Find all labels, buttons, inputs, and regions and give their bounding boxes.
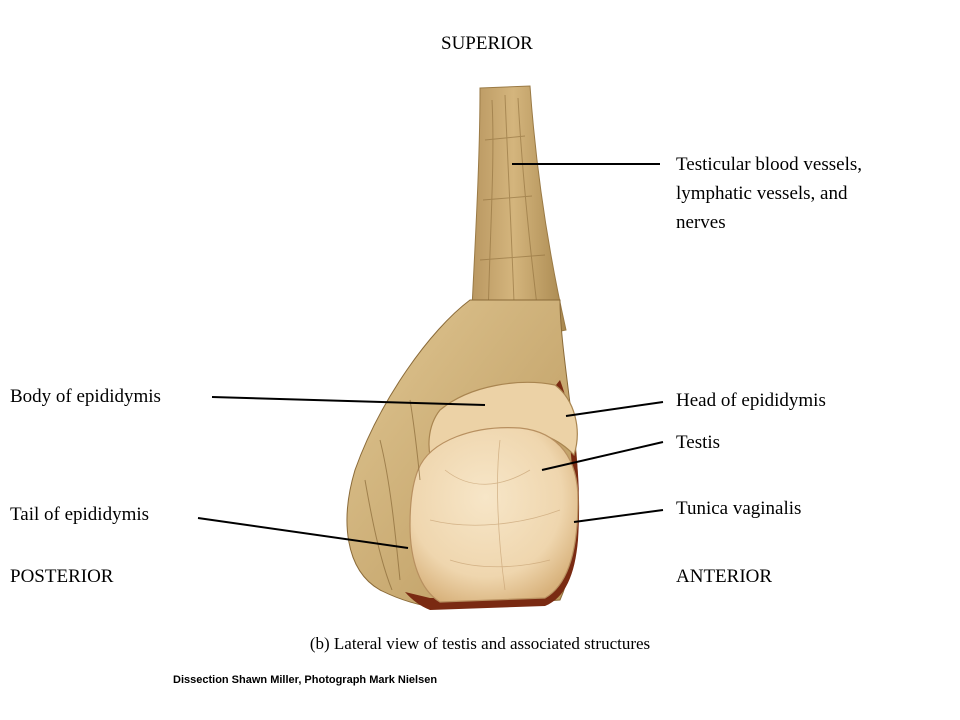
orientation-posterior: POSTERIOR <box>10 566 114 587</box>
leader-tail <box>197 517 409 549</box>
label-vessels-line-2: lymphatic vessels, and <box>676 183 848 204</box>
label-body-of-epididymis: Body of epididymis <box>10 386 161 407</box>
label-testis: Testis <box>676 432 721 453</box>
label-tail-of-epididymis: Tail of epididymis <box>10 504 150 525</box>
leader-testis <box>541 441 664 471</box>
label-tunica-vaginalis: Tunica vaginalis <box>676 498 802 519</box>
label-vessels-line-3: nerves <box>676 212 726 233</box>
orientation-superior: SUPERIOR <box>441 33 533 54</box>
testis <box>409 427 579 603</box>
figure-caption: (b) Lateral view of testis and associate… <box>309 634 651 653</box>
label-head-of-epididymis: Head of epididymis <box>676 390 826 411</box>
tunica-cut-edge <box>405 380 580 610</box>
leader-head <box>565 401 664 417</box>
testis-texture <box>429 439 561 591</box>
orientation-anterior: ANTERIOR <box>676 566 773 587</box>
leader-lines <box>197 163 664 549</box>
label-vessels: Testicular blood vessels, lymphatic vess… <box>676 150 862 237</box>
label-vessels-line-1: Testicular blood vessels, <box>676 154 862 175</box>
posterior-tissue <box>364 399 421 591</box>
photo-credit: Dissection Shawn Miller, Photograph Mark… <box>173 674 438 686</box>
leader-tunica <box>573 509 664 523</box>
leader-body <box>211 396 486 406</box>
